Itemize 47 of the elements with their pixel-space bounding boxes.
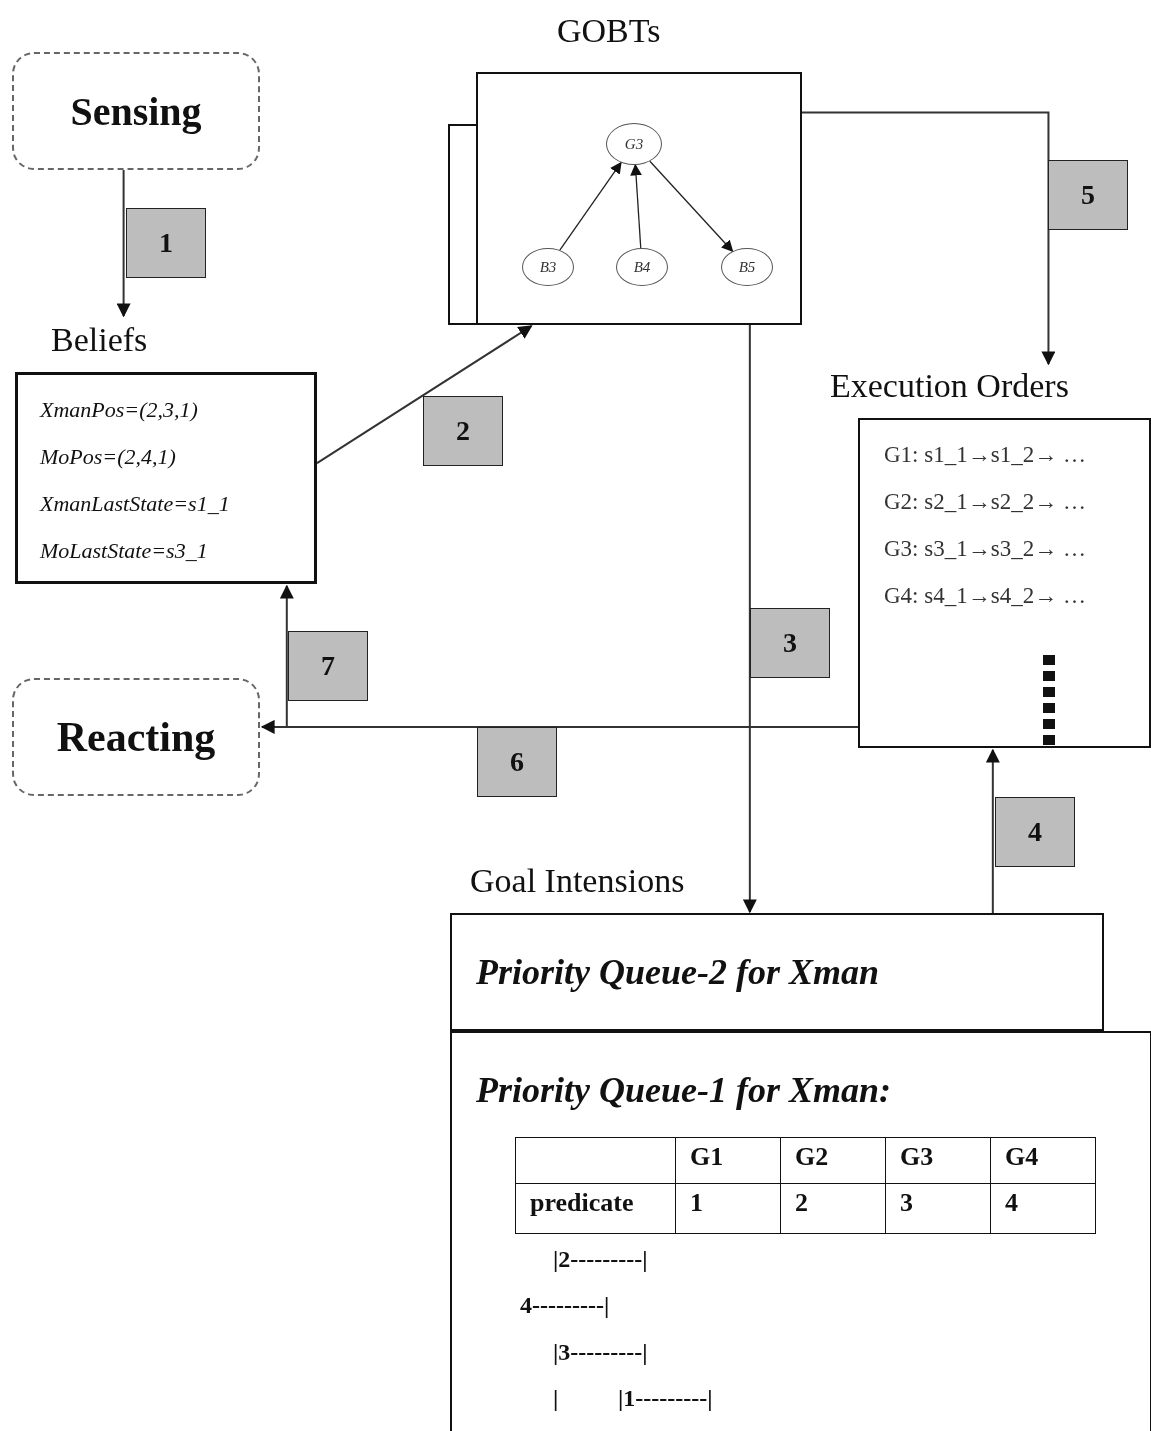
edge-label: 6 — [477, 727, 557, 797]
edge-label: 4 — [995, 797, 1075, 867]
edge-label: 2 — [423, 396, 503, 466]
arrow — [630, 163, 642, 249]
node-label: Reacting — [56, 713, 216, 761]
arrow — [116, 169, 131, 318]
interval-text: |3---------| — [553, 1339, 648, 1366]
node-label: B4 — [633, 258, 651, 276]
order-entry: G3: s3_1→s3_2→ … — [884, 536, 1086, 562]
box-heading: Execution Orders — [830, 367, 1069, 405]
interval-text: |1---------| — [618, 1385, 713, 1412]
queue-title: Priority Queue-1 for Xman: — [476, 1069, 891, 1111]
rounded-box — [12, 678, 260, 796]
box-heading: Goal Intensions — [470, 862, 685, 900]
rounded-box — [12, 52, 260, 170]
edge-label: 3 — [750, 608, 830, 678]
state-entry: XmanPos=(2,3,1) — [40, 397, 198, 423]
state-entry: XmanLastState=s1_1 — [40, 491, 230, 517]
interval-text: 4---------| — [520, 1292, 610, 1319]
arrow — [649, 160, 734, 253]
arrow — [985, 748, 1000, 914]
arrow — [801, 111, 1056, 366]
node-label: B5 — [738, 258, 756, 276]
order-entry: G2: s2_1→s2_2→ … — [884, 489, 1086, 515]
edge-label: 1 — [126, 208, 206, 278]
column-header: G4 — [990, 1137, 1096, 1184]
box-heading: Beliefs — [51, 321, 148, 359]
row-header: predicate — [515, 1183, 676, 1234]
node-label: Sensing — [70, 87, 202, 135]
edge-label: 5 — [1048, 160, 1128, 230]
node-label: B3 — [539, 258, 557, 276]
interval-text: |2---------| — [553, 1246, 648, 1273]
stacked-card — [448, 124, 478, 325]
process-box — [450, 1031, 1151, 1431]
table-value: 4 — [990, 1183, 1096, 1234]
edge-label: 7 — [288, 631, 368, 701]
queue-title: Priority Queue-2 for Xman — [476, 951, 879, 993]
arrow — [559, 161, 622, 251]
box-heading: GOBTs — [557, 12, 661, 50]
order-entry: G4: s4_1→s4_2→ … — [884, 583, 1086, 609]
state-entry: MoPos=(2,4,1) — [40, 444, 176, 470]
arrow — [742, 324, 757, 914]
interval-text: | — [553, 1385, 559, 1412]
state-entry: MoLastState=s3_1 — [40, 538, 208, 564]
arrow — [316, 325, 533, 465]
order-entry: G1: s1_1→s1_2→ … — [884, 442, 1086, 468]
node-label: G3 — [624, 135, 644, 153]
